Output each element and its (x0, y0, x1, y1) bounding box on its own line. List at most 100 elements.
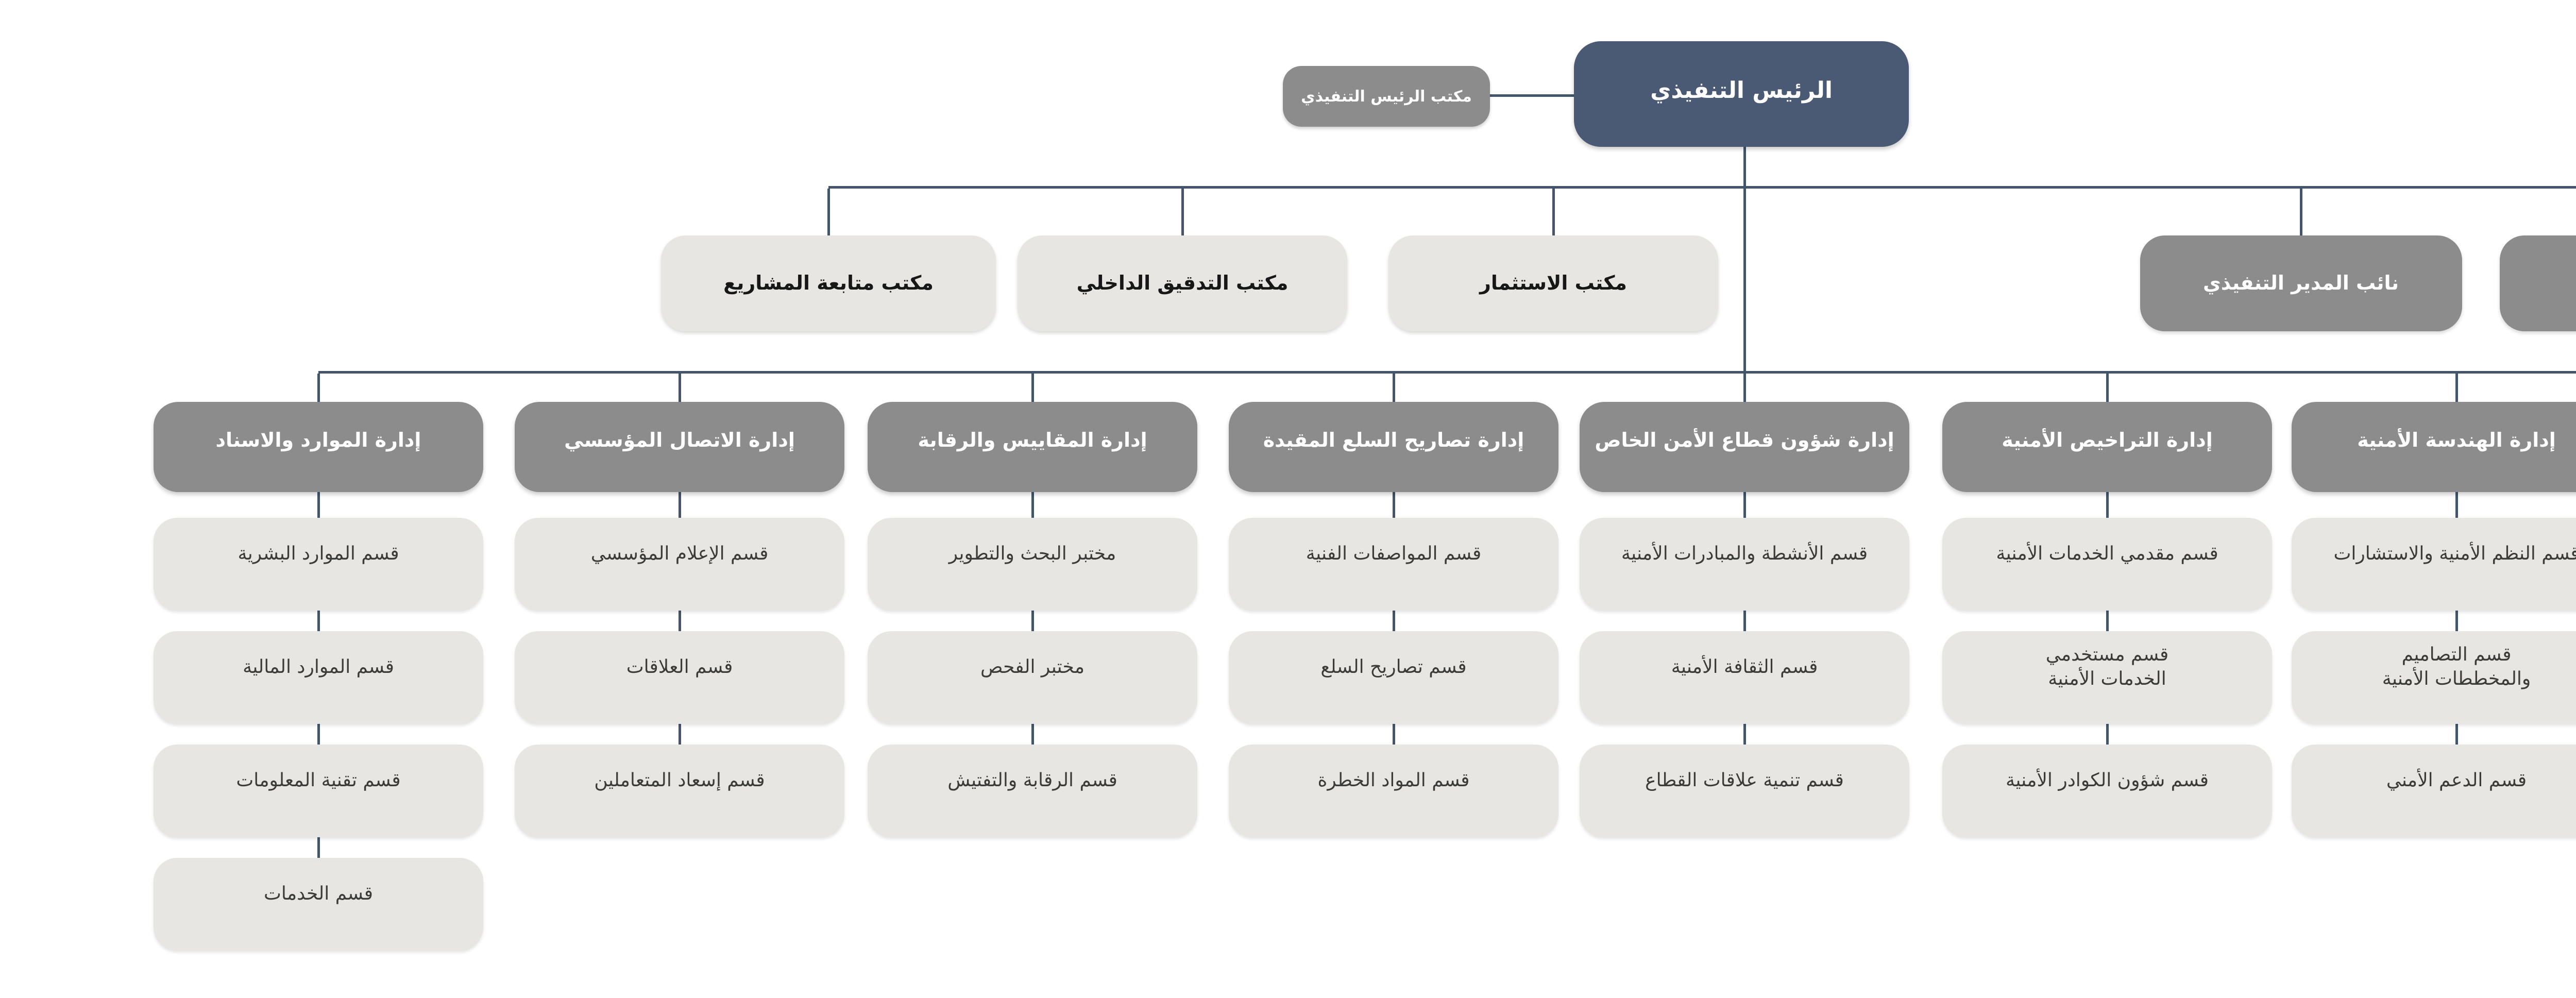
connector-sub (1031, 492, 1034, 518)
connector-sub (1393, 492, 1395, 518)
dept-node-1-label: إدارة الاتصال المؤسسي (564, 428, 795, 451)
connector-sub (317, 837, 320, 858)
dept-node-0[interactable]: إدارة الموارد والاسناد (154, 402, 483, 492)
dept-node-5[interactable]: إدارة التراخيص الأمنية (1942, 402, 2272, 492)
node-office-1-label: مكتب التدقيق الداخلي (1076, 272, 1289, 295)
connector-sub (317, 611, 320, 631)
sub-node[interactable]: قسم المواد الخطرة (1229, 745, 1558, 837)
connector-sub (2106, 724, 2109, 745)
dept-node-2[interactable]: إدارة المقاييس والرقابة (868, 402, 1197, 492)
sub-node-label: قسم مستخدمي الخدمات الأمنية (2045, 644, 2169, 689)
sub-node-label: قسم الخدمات (264, 883, 373, 904)
sub-node-label: قسم النظم الأمنية والاستشارات (2333, 543, 2576, 564)
sub-node[interactable]: قسم مستخدمي الخدمات الأمنية (1942, 631, 2272, 724)
sub-node[interactable]: قسم تصاريح السلع (1229, 631, 1558, 724)
sub-node[interactable]: مختبر الفحص (868, 631, 1197, 724)
sub-node[interactable]: قسم تقنية المعلومات (154, 745, 483, 837)
dept-node-3[interactable]: إدارة تصاريح السلع المقيدة (1229, 402, 1558, 492)
sub-node-label: قسم الموارد البشرية (238, 543, 399, 564)
sub-node[interactable]: قسم المواصفات الفنية (1229, 518, 1558, 611)
dept-node-3-label: إدارة تصاريح السلع المقيدة (1263, 428, 1524, 451)
node-office-1[interactable]: مكتب التدقيق الداخلي (1018, 235, 1347, 331)
sub-node-label: قسم تقنية المعلومات (236, 769, 401, 791)
connector-dept-drop (679, 374, 681, 402)
dept-node-4[interactable]: إدارة شؤون قطاع الأمن الخاص (1580, 402, 1909, 492)
connector-trunk (1743, 147, 1746, 374)
connector-level2-drop (1181, 189, 1184, 235)
connector-level2-drop (2300, 189, 2302, 235)
connector-sub (1393, 611, 1395, 631)
dept-node-5-label: إدارة التراخيص الأمنية (2002, 428, 2213, 451)
connector-level2-rail (828, 186, 2576, 189)
connector-sub (317, 492, 320, 518)
sub-node-label: قسم شؤون الكوادر الأمنية (2006, 769, 2209, 791)
connector-sub (2106, 611, 2109, 631)
node-ceo-office[interactable]: مكتب الرئيس التنفيذي (1283, 66, 1490, 127)
sub-node-label: قسم الموارد المالية (243, 656, 394, 678)
connector-sub (679, 611, 681, 631)
node-office-3[interactable]: نائب المدير التنفيذي (2140, 235, 2462, 331)
connector-dept-drop (2106, 374, 2109, 402)
sub-node-label: قسم تنمية علاقات القطاع (1645, 769, 1844, 791)
node-office-2-label: مكتب الاستثمار (1480, 272, 1627, 295)
sub-node[interactable]: قسم النظم الأمنية والاستشارات (2292, 518, 2576, 611)
sub-node[interactable]: قسم تنمية علاقات القطاع (1580, 745, 1909, 837)
sub-node[interactable]: قسم الثقافة الأمنية (1580, 631, 1909, 724)
sub-node-label: قسم الثقافة الأمنية (1671, 656, 1818, 678)
connector-level2-drop (1552, 189, 1555, 235)
connector-departments-rail (318, 371, 2576, 374)
sub-node[interactable]: قسم العلاقات (515, 631, 844, 724)
connector-dept-drop (2455, 374, 2458, 402)
sub-node[interactable]: قسم الموارد المالية (154, 631, 483, 724)
sub-node-label: قسم المواد الخطرة (1317, 769, 1470, 791)
sub-node[interactable]: قسم مقدمي الخدمات الأمنية (1942, 518, 2272, 611)
connector-dept-drop (1743, 374, 1746, 402)
sub-node-label: قسم تصاريح السلع (1320, 656, 1467, 678)
node-ceo-label: الرئيس التنفيذي (1650, 77, 1833, 104)
dept-node-6-label: إدارة الهندسة الأمنية (2357, 428, 2556, 451)
dept-node-6[interactable]: إدارة الهندسة الأمنية (2292, 402, 2576, 492)
sub-node-label: قسم الدعم الأمني (2386, 769, 2527, 791)
sub-node-label: قسم الرقابة والتفتيش (947, 769, 1117, 791)
connector-ceo-office (1490, 94, 1574, 97)
connector-dept-drop (317, 374, 320, 402)
connector-dept-drop (1393, 374, 1395, 402)
connector-sub (2455, 611, 2458, 631)
connector-level2-drop (827, 189, 830, 235)
sub-node-label: قسم العلاقات (626, 656, 733, 678)
sub-node-label: قسم الأنشطة والمبادرات الأمنية (1621, 543, 1868, 564)
node-office-0-label: مكتب متابعة المشاريع (723, 272, 934, 295)
sub-node-label: مختبر الفحص (980, 656, 1085, 678)
sub-node-label: مختبر البحث والتطوير (948, 543, 1116, 564)
dept-node-1[interactable]: إدارة الاتصال المؤسسي (515, 402, 844, 492)
connector-sub (679, 724, 681, 745)
sub-node[interactable]: قسم الخدمات (154, 858, 483, 951)
sub-node[interactable]: قسم الرقابة والتفتيش (868, 745, 1197, 837)
sub-node[interactable]: قسم الدعم الأمني (2292, 745, 2576, 837)
connector-sub (2106, 492, 2109, 518)
connector-dept-drop (1031, 374, 1034, 402)
sub-node-label: قسم الإعلام المؤسسي (590, 543, 769, 564)
node-ceo[interactable]: الرئيس التنفيذي (1574, 41, 1909, 147)
sub-node-label: قسم مقدمي الخدمات الأمنية (1996, 543, 2218, 564)
connector-sub (1743, 492, 1746, 518)
sub-node-label: قسم إسعاد المتعاملين (594, 769, 765, 791)
node-office-0[interactable]: مكتب متابعة المشاريع (661, 235, 996, 331)
node-office-2[interactable]: مكتب الاستثمار (1388, 235, 1718, 331)
node-office-4[interactable]: المستشار الأمني (2500, 235, 2576, 331)
node-office-3-label: نائب المدير التنفيذي (2202, 272, 2399, 295)
sub-node[interactable]: قسم التصاميم والمخططات الأمنية (2292, 631, 2576, 724)
sub-node[interactable]: قسم شؤون الكوادر الأمنية (1942, 745, 2272, 837)
sub-node[interactable]: قسم إسعاد المتعاملين (515, 745, 844, 837)
connector-sub (1393, 724, 1395, 745)
connector-sub (679, 492, 681, 518)
dept-node-2-label: إدارة المقاييس والرقابة (918, 428, 1147, 451)
sub-node[interactable]: قسم الإعلام المؤسسي (515, 518, 844, 611)
sub-node[interactable]: مختبر البحث والتطوير (868, 518, 1197, 611)
sub-node[interactable]: قسم الموارد البشرية (154, 518, 483, 611)
connector-sub (1031, 724, 1034, 745)
sub-node[interactable]: قسم الأنشطة والمبادرات الأمنية (1580, 518, 1909, 611)
connector-sub (1743, 724, 1746, 745)
connector-sub (1031, 611, 1034, 631)
